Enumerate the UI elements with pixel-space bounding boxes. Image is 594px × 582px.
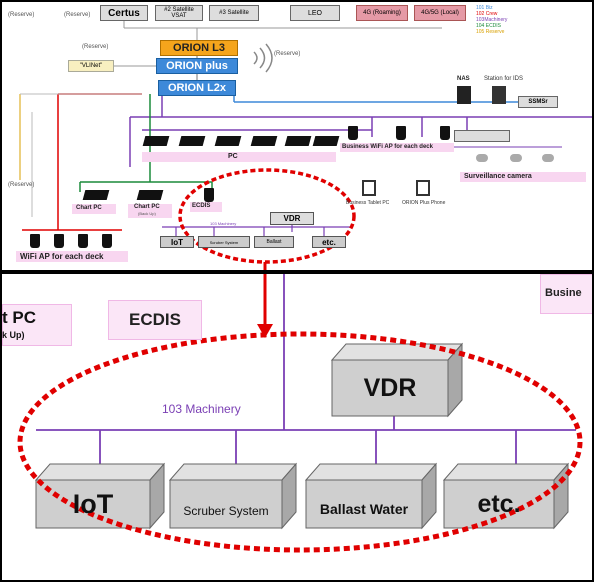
- wifi-ap-icon: [396, 126, 406, 140]
- chart-pc-band: [72, 204, 116, 214]
- pc-label: PC: [228, 153, 238, 160]
- reserve-label: (Reserve): [82, 44, 109, 50]
- legend-item: 102 Crew: [476, 11, 498, 17]
- laptop-icon: [312, 136, 340, 146]
- iot-box: IoT: [160, 236, 194, 248]
- chart-pc-partial-label: t PC: [2, 308, 36, 327]
- nas-device-icon: [457, 86, 471, 104]
- ecdis-label: ECDIS: [192, 203, 211, 209]
- wifi-ap-icon: [102, 234, 112, 248]
- chart-pc-partial-sub: k Up): [2, 330, 25, 340]
- legend-item: 103Machinery: [476, 17, 508, 23]
- chart-pc-backup-label: Chart PC: [134, 204, 160, 210]
- ballast-box: Ballast: [254, 236, 294, 248]
- etc-box: etc.: [312, 236, 346, 248]
- leo-box: LEO: [290, 5, 340, 21]
- camera-icon: [510, 154, 522, 162]
- chart-pc-label: Chart PC: [76, 205, 102, 211]
- switch-box: [454, 130, 510, 142]
- wifi-crew-label: WiFi AP for each deck: [20, 252, 104, 261]
- machinery-label: 103 Machinery: [162, 402, 241, 416]
- certus-box: Certus: [100, 5, 148, 21]
- zoom-network-lines: [17, 274, 583, 553]
- nas-label: NAS: [457, 76, 470, 82]
- orion-plus-box: ORION plus: [156, 58, 238, 74]
- business-tablet-label: Business Tablet PC: [346, 200, 390, 206]
- wifi-ap-icon: [348, 126, 358, 140]
- laptop-icon: [178, 136, 206, 146]
- camera-icon: [542, 154, 554, 162]
- ballast-water-box: Ballast Water: [319, 501, 409, 517]
- wifi-crew-band: [16, 251, 128, 262]
- ids-station-icon: [492, 86, 506, 104]
- machinery-label: 103 Machinery: [210, 221, 237, 226]
- pc-band: [142, 152, 336, 162]
- chart-pc-backup-sub: (Back Up): [138, 211, 156, 216]
- satellite-box: #3 Satellite: [209, 5, 259, 21]
- reserve-label: (Reserve): [8, 182, 35, 188]
- reserve-label: (Reserve): [8, 12, 35, 18]
- legend-item: 104 ECDIS: [476, 23, 502, 29]
- orion-phone-label: ORION Plus Phone: [402, 200, 446, 206]
- vdr-box: VDR: [270, 212, 314, 225]
- orion-l3-box: ORION L3: [160, 40, 238, 56]
- reserve-label: (Reserve): [274, 51, 301, 57]
- vsat-box: #2 Satellite VSAT: [155, 5, 203, 21]
- surveillance-label: Surveillance camera: [464, 173, 532, 180]
- vlnet-box: "VLINet": [68, 60, 114, 72]
- scruber-box: Scruber System: [198, 236, 250, 248]
- wifi-ap-icon: [30, 234, 40, 248]
- business-wifi-label: Business WiFi AP for each deck: [342, 144, 433, 150]
- chart-pc-backup-band: [128, 204, 172, 218]
- ecdis-icon: [204, 188, 214, 202]
- tablet-icon: [362, 180, 376, 196]
- 4g-roaming-box: 4G (Roaming): [356, 5, 408, 21]
- laptop-icon: [250, 136, 278, 146]
- wifi-ap-icon: [440, 126, 450, 140]
- arrow-down-icon: [257, 324, 273, 338]
- scruber-system-box: Scruber System: [183, 504, 269, 518]
- zoom-detail-panel: t PC k Up) ECDIS Busine 103 Machinery VD…: [0, 272, 594, 582]
- 4g-5g-local-box: 4G/5G (Local): [414, 5, 466, 21]
- wifi-ap-icon: [78, 234, 88, 248]
- laptop-icon: [82, 190, 110, 200]
- ecdis-band: [190, 202, 222, 212]
- legend: 101 Biz 102 Crew 103Machinery 104 ECDIS …: [476, 5, 542, 35]
- legend-item: 105 Reserve: [476, 29, 505, 35]
- orion-l2x-box: ORION L2x: [158, 80, 236, 96]
- phone-icon: [416, 180, 430, 196]
- legend-item: 101 Biz: [476, 5, 493, 11]
- network-lines: [19, 21, 592, 270]
- iot-box: IoT: [72, 488, 114, 519]
- vdr-box: VDR: [363, 373, 417, 402]
- laptop-icon: [214, 136, 242, 146]
- business-box: Busine: [540, 274, 592, 314]
- station-ids-label: Station for IDS: [484, 76, 524, 82]
- chart-pc-backup-band: [2, 304, 72, 346]
- wifi-ap-icon: [54, 234, 64, 248]
- business-wifi-band: [340, 143, 454, 152]
- etc-box: etc.: [477, 489, 521, 518]
- laptop-icon: [284, 136, 312, 146]
- surveillance-band: [460, 172, 586, 182]
- laptop-icon: [142, 136, 170, 146]
- overview-diagram-panel: (Reserve) (Reserve) Certus #2 Satellite …: [0, 0, 594, 272]
- laptop-icon: [136, 190, 164, 200]
- ssmsr-box: SSMSr: [518, 96, 558, 108]
- ecdis-box: ECDIS: [108, 300, 202, 340]
- reserve-label: (Reserve): [64, 12, 91, 18]
- camera-icon: [476, 154, 488, 162]
